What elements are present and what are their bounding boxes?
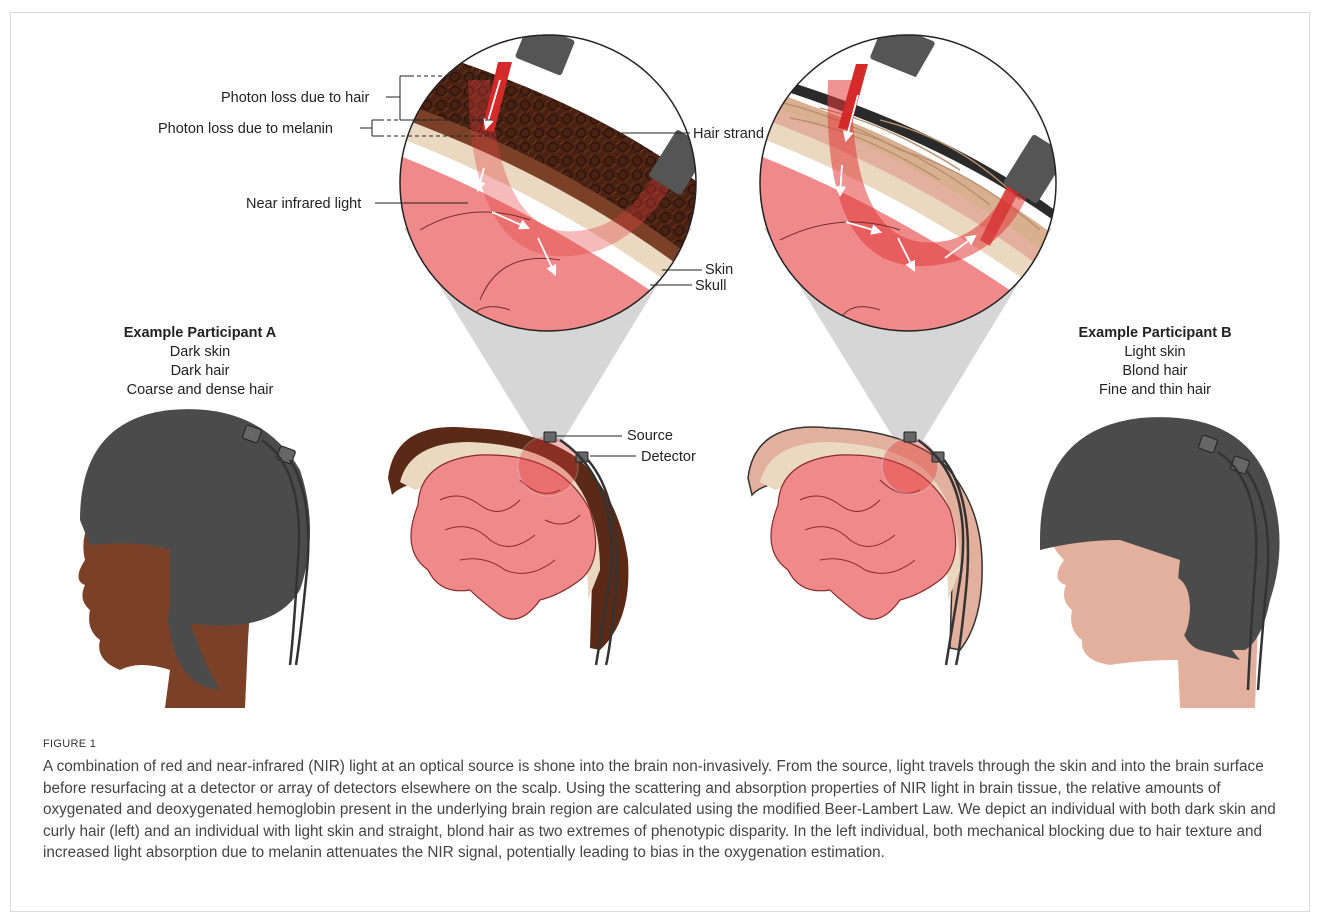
participant-b-head xyxy=(1040,417,1280,708)
magnified-view-b xyxy=(750,1,1090,340)
brain-cross-section-b xyxy=(748,427,982,665)
participant-a-head xyxy=(79,409,311,708)
figure-number: FIGURE 1 xyxy=(43,738,1293,750)
participant-a-description: Example Participant A Dark skin Dark hai… xyxy=(80,324,320,400)
participant-b-hair-color: Blond hair xyxy=(1035,362,1275,381)
caption-text: A combination of red and near-infrared (… xyxy=(43,756,1293,864)
participant-b-skin: Light skin xyxy=(1035,343,1275,362)
label-source: Source xyxy=(627,428,673,444)
participant-a-skin: Dark skin xyxy=(80,343,320,362)
label-skin: Skin xyxy=(705,262,733,278)
label-near-infrared-light: Near infrared light xyxy=(246,196,361,212)
participant-b-description: Example Participant B Light skin Blond h… xyxy=(1035,324,1275,400)
participant-b-hair-texture: Fine and thin hair xyxy=(1035,381,1275,400)
participant-b-title: Example Participant B xyxy=(1035,324,1275,343)
label-hair-strand: Hair strand xyxy=(693,126,764,142)
figure-caption: FIGURE 1 A combination of red and near-i… xyxy=(43,738,1293,864)
participant-a-hair-color: Dark hair xyxy=(80,362,320,381)
participant-a-title: Example Participant A xyxy=(80,324,320,343)
label-detector: Detector xyxy=(641,449,696,465)
label-photon-loss-melanin: Photon loss due to melanin xyxy=(158,121,333,137)
participant-a-hair-texture: Coarse and dense hair xyxy=(80,381,320,400)
label-photon-loss-hair: Photon loss due to hair xyxy=(221,90,369,106)
brain-cross-section-a: Source Detector xyxy=(388,427,696,665)
label-skull: Skull xyxy=(695,278,726,294)
